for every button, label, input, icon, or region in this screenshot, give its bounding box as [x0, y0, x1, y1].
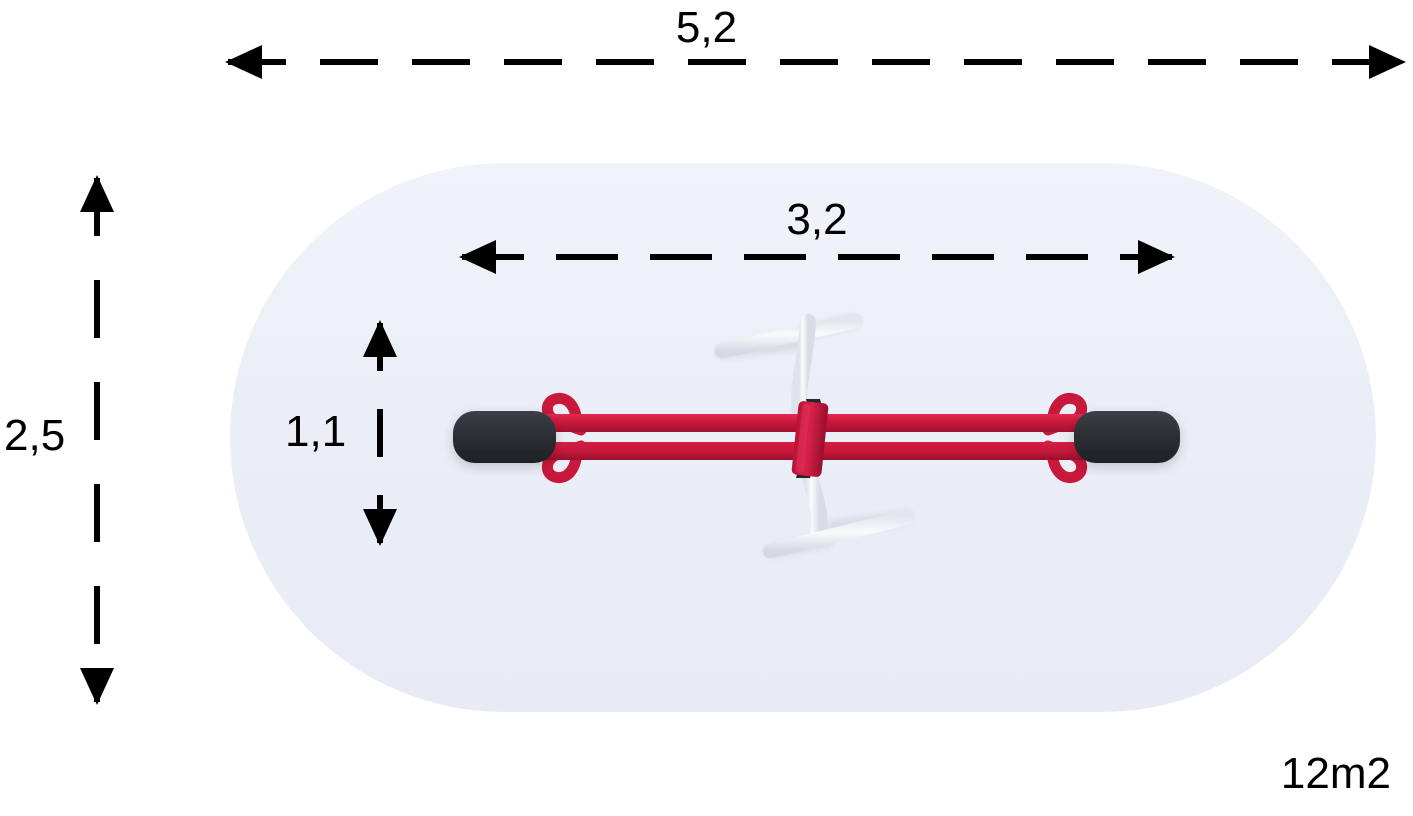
- center-pivot-block: [791, 399, 829, 478]
- overall-width-label: 5,2: [675, 3, 738, 52]
- unit-width-label: 3,2: [786, 195, 848, 244]
- left-seat: [453, 411, 556, 463]
- unit-depth-label: 1,1: [285, 407, 347, 456]
- area-label: 12m2: [1280, 749, 1391, 798]
- seesaw-equipment: [453, 313, 1180, 559]
- overall-depth-label: 2,5: [4, 411, 66, 460]
- right-seat: [1074, 411, 1180, 463]
